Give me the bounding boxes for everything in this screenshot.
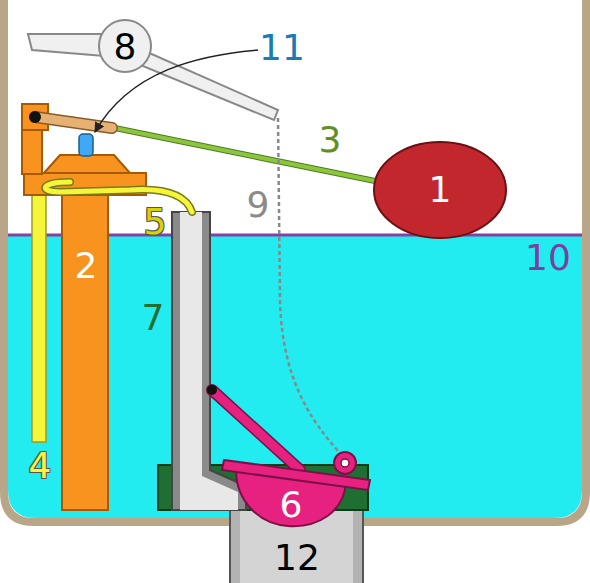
- float-ball: [374, 142, 506, 238]
- callout-number: 11: [259, 30, 305, 66]
- handle: [28, 34, 108, 56]
- flapper-rim: [222, 460, 370, 490]
- callout-number: 5: [144, 204, 167, 240]
- pivot: [29, 111, 41, 123]
- flapper-ear: [334, 452, 356, 474]
- callout-number: 7: [142, 300, 165, 336]
- fill-tube: [32, 192, 46, 442]
- callout-number: 6: [280, 487, 303, 523]
- callout-number: 2: [75, 248, 98, 284]
- refill-tube: [45, 182, 192, 212]
- valve-plunger: [79, 134, 93, 156]
- flapper-arm-outline: [212, 390, 300, 470]
- callout-number: 3: [319, 122, 342, 158]
- callout-number: 8: [114, 29, 137, 65]
- callout-number: 4: [29, 448, 52, 484]
- callout-number: 10: [525, 240, 571, 276]
- flush-chain: [278, 118, 344, 458]
- refill-tube-outline: [45, 182, 192, 212]
- callout-number: 1: [429, 172, 452, 208]
- flapper-ear-hole: [341, 459, 349, 467]
- fill-valve-body: [62, 188, 108, 510]
- tank-wall: [4, 0, 586, 522]
- callout-number: 12: [274, 540, 320, 576]
- handle-hub: [99, 20, 151, 72]
- flapper-pivot: [207, 385, 217, 395]
- flapper-arm: [212, 390, 300, 470]
- fill-valve-cap: [44, 155, 130, 173]
- callout-number: 9: [247, 187, 270, 223]
